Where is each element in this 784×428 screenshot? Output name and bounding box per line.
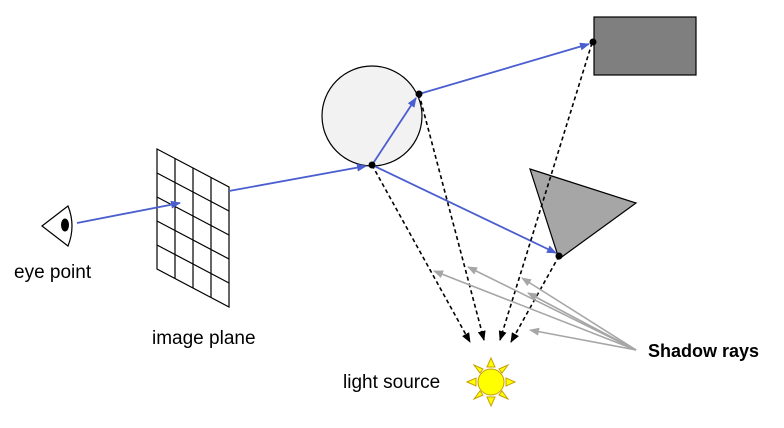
triangle-object	[529, 168, 638, 260]
eye-icon	[41, 205, 73, 247]
primary-ray-plane-to-sphere	[228, 163, 367, 192]
image-plane-label: image plane	[152, 328, 256, 349]
sphere	[321, 65, 423, 167]
refracted-ray-to-triangle	[371, 164, 557, 254]
reflected-ray-to-rectangle	[418, 42, 590, 95]
intersection-points	[368, 38, 597, 260]
image-plane-grid	[156, 148, 230, 308]
primary-rays	[76, 42, 590, 254]
reflected-ray-sphere-up	[371, 97, 417, 166]
light-source-label: light source	[343, 372, 441, 393]
rectangle-object	[593, 16, 697, 76]
shadow-rays-gray	[433, 266, 637, 351]
primary-ray-eye-to-plane	[76, 200, 181, 224]
sun-icon	[465, 356, 517, 408]
eye-point-label: eye point	[14, 262, 92, 283]
shadow-rays-label: Shadow rays	[648, 341, 760, 361]
